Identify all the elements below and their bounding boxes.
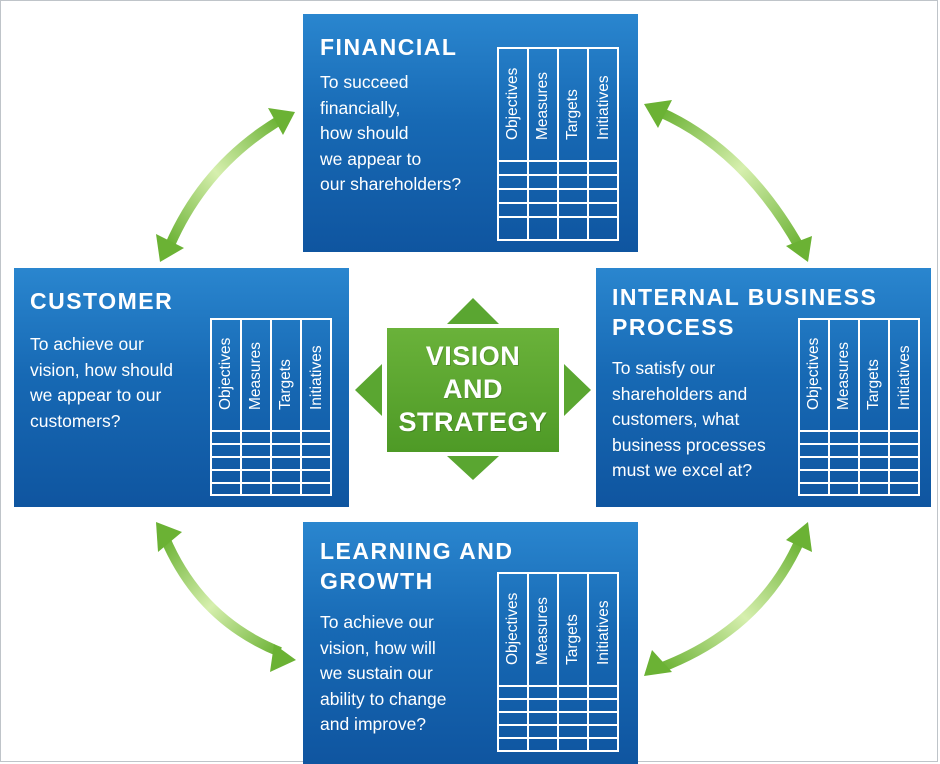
column-targets: Targets — [559, 49, 589, 162]
column-header: Targets — [564, 614, 581, 665]
arrow-customer-learning — [156, 522, 296, 672]
scorecard-grid: Objectives Measures Targets Initiatives — [798, 318, 920, 496]
column-header: Initiatives — [308, 345, 325, 410]
panel-question: To achieve our vision, how should we app… — [30, 334, 173, 431]
panel-title: LEARNING AND GROWTH — [320, 538, 514, 594]
column-targets: Targets — [559, 574, 589, 687]
column-header: Objectives — [217, 337, 234, 410]
column-measures: Measures — [529, 574, 559, 687]
column-initiatives: Initiatives — [890, 320, 920, 432]
column-measures: Measures — [529, 49, 559, 162]
panel-financial: FINANCIAL To succeed financially, how sh… — [303, 14, 638, 252]
triangle-left — [355, 364, 382, 416]
triangle-down — [447, 456, 499, 480]
panel-question: To achieve our vision, how will we susta… — [320, 612, 447, 734]
column-header: Measures — [534, 71, 551, 140]
arrow-customer-financial — [156, 108, 295, 262]
panel-question: To succeed financially, how should we ap… — [320, 72, 462, 194]
column-header: Initiatives — [896, 345, 913, 410]
column-initiatives: Initiatives — [302, 320, 332, 432]
panel-customer: CUSTOMER To achieve our vision, how shou… — [14, 268, 349, 507]
column-header: Objectives — [504, 592, 521, 665]
center-line-3: STRATEGY — [398, 407, 548, 437]
arrow-financial-internal — [644, 100, 812, 262]
vision-and-strategy-box: VISION AND STRATEGY — [387, 328, 559, 452]
column-header: Targets — [277, 359, 294, 410]
column-header: Targets — [865, 359, 882, 410]
panel-title: FINANCIAL — [320, 34, 458, 60]
column-measures: Measures — [830, 320, 860, 432]
column-header: Initiatives — [595, 75, 612, 140]
triangle-up — [447, 298, 499, 324]
panel-internal-business-process: INTERNAL BUSINESS PROCESS To satisfy our… — [596, 268, 931, 507]
column-header: Measures — [534, 596, 551, 665]
scorecard-grid: Objectives Measures Targets Initiatives — [497, 572, 619, 752]
column-objectives: Objectives — [212, 320, 242, 432]
arrow-learning-internal — [644, 522, 812, 676]
column-initiatives: Initiatives — [589, 574, 619, 687]
column-header: Initiatives — [595, 600, 612, 665]
triangle-right — [564, 364, 591, 416]
panel-question: To satisfy our shareholders and customer… — [612, 358, 766, 480]
center-line-2: AND — [443, 374, 503, 404]
scorecard-grid: Objectives Measures Targets Initiatives — [497, 47, 619, 241]
column-header: Measures — [835, 341, 852, 410]
panel-learning-and-growth: LEARNING AND GROWTH To achieve our visio… — [303, 522, 638, 764]
center-line-1: VISION — [425, 341, 521, 371]
column-header: Objectives — [805, 337, 822, 410]
column-header: Targets — [564, 89, 581, 140]
panel-title: CUSTOMER — [30, 288, 174, 314]
column-targets: Targets — [272, 320, 302, 432]
column-initiatives: Initiatives — [589, 49, 619, 162]
column-targets: Targets — [860, 320, 890, 432]
panel-title: INTERNAL BUSINESS PROCESS — [612, 284, 878, 340]
scorecard-grid: Objectives Measures Targets Initiatives — [210, 318, 332, 496]
column-header: Objectives — [504, 67, 521, 140]
column-objectives: Objectives — [499, 49, 529, 162]
column-measures: Measures — [242, 320, 272, 432]
column-header: Measures — [247, 341, 264, 410]
column-objectives: Objectives — [499, 574, 529, 687]
column-objectives: Objectives — [800, 320, 830, 432]
